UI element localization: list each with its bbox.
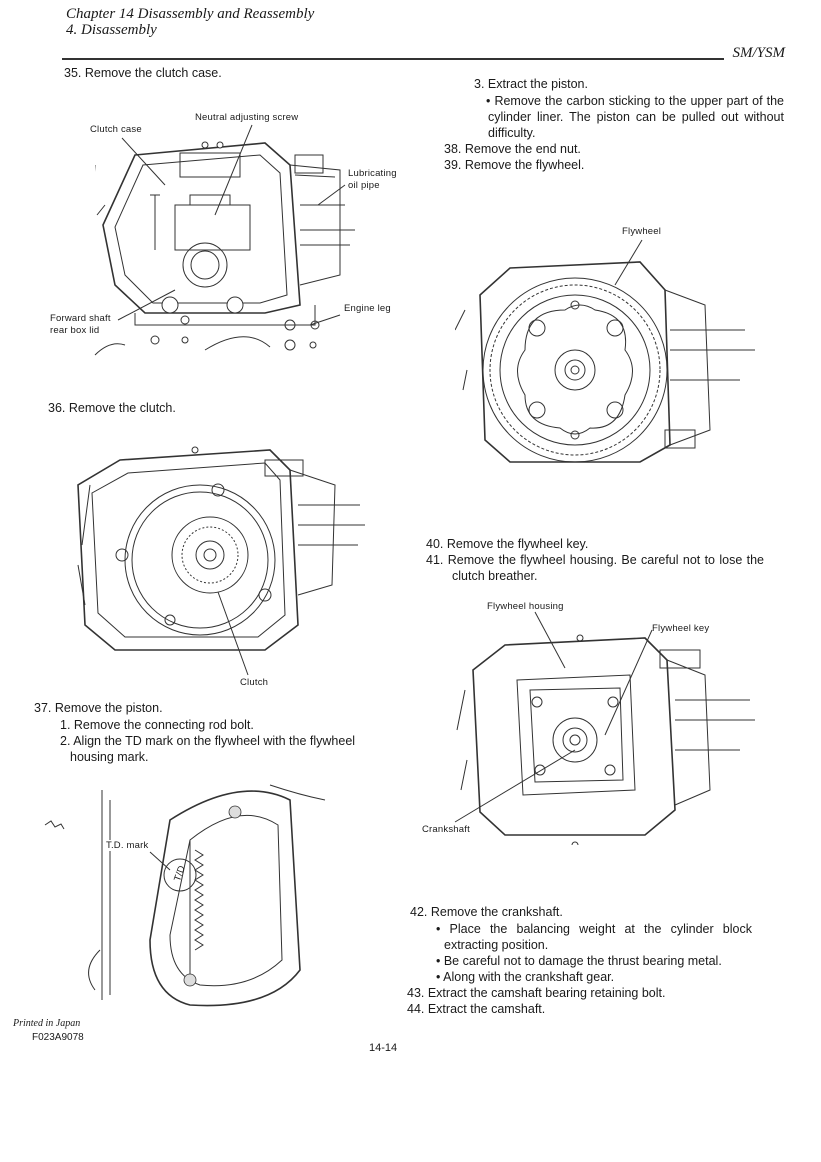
step-42-bullet-1: • Place the balancing weight at the cyli… [436,922,752,952]
step-40: 40. Remove the flywheel key. [426,537,589,551]
figure-flywheel [455,250,760,470]
label-clutch-case: Clutch case [90,124,142,135]
step-37-3-bullet: • Remove the carbon sticking to the uppe… [486,94,784,140]
step-35: 35. Remove the clutch case. [64,66,222,80]
figure-td-mark [40,770,340,1010]
label-engine-leg: Engine leg [344,303,391,314]
step-41: 41. Remove the flywheel housing. Be care… [426,553,764,583]
chapter-title: Chapter 14 Disassembly and Reassembly [66,6,315,22]
step-43: 43. Extract the camshaft bearing retaini… [407,986,666,1000]
label-flywheel-key: Flywheel key [652,623,710,634]
figure-clutch [70,445,370,660]
step-37-2b: housing mark. [70,750,149,764]
step-42-bullet-2: • Be careful not to damage the thrust be… [436,954,722,968]
step-39: 39. Remove the flywheel. [444,158,585,172]
step-37-1: 1. Remove the connecting rod bolt. [60,718,254,732]
step-36: 36. Remove the clutch. [48,401,176,415]
step-37-3: 3. Extract the piston. [474,77,588,91]
step-42: 42. Remove the crankshaft. [410,905,563,919]
label-oil-pipe: oil pipe [348,180,380,191]
printed-in-japan: Printed in Japan [13,1018,81,1029]
section-title: 4. Disassembly [66,22,157,38]
label-forward-shaft: Forward shaft [50,313,111,324]
header-rule [62,58,724,60]
model-code: SM/YSM [732,45,786,61]
document-code: F023A9078 [32,1032,84,1043]
step-44: 44. Extract the camshaft. [407,1002,546,1016]
figure-clutch-case [95,135,385,360]
figure-flywheel-housing [455,630,760,845]
step-38: 38. Remove the end nut. [444,142,581,156]
page-number: 14-14 [369,1042,398,1054]
step-37-2a: 2. Align the TD mark on the flywheel wit… [60,734,356,748]
label-neutral-adjusting-screw: Neutral adjusting screw [195,112,299,123]
label-flywheel-housing: Flywheel housing [487,601,564,612]
label-clutch: Clutch [240,677,269,688]
label-flywheel: Flywheel [622,226,662,237]
label-crankshaft: Crankshaft [422,824,470,835]
step-37: 37. Remove the piston. [34,701,163,715]
step-42-bullet-3: • Along with the crankshaft gear. [436,970,615,984]
label-td-mark: T.D. mark [106,840,149,851]
label-rear-box-lid: rear box lid [50,325,100,336]
label-lubricating: Lubricating [348,168,397,179]
